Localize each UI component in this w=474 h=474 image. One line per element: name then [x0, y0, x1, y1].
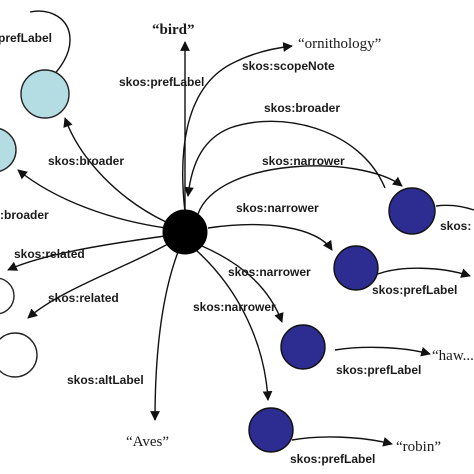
- literal-haw: “haw...: [432, 348, 474, 364]
- label-scope-note: skos:scopeNote: [242, 59, 335, 73]
- edge-scope-note: [182, 42, 293, 213]
- label-broader-left-1: skos:broader: [48, 154, 124, 168]
- parent-concept-node-1: [20, 69, 70, 119]
- edge-broader-left-1: [63, 117, 167, 223]
- label-related-1: skos:related: [14, 247, 85, 261]
- narrower-concept-node-4: [248, 407, 294, 453]
- narrower-concept-node-3: [280, 324, 326, 370]
- narrower-concept-node-2: [333, 245, 379, 291]
- literal-robin: “robin”: [396, 439, 441, 455]
- label-pref-label-bird: skos:prefLabel: [119, 75, 204, 89]
- parent-concept-node-2: [0, 128, 17, 172]
- related-concept-node-1: [0, 277, 15, 315]
- edge-narrower-bottom: [195, 249, 273, 401]
- edge-pref-label-loop: [29, 10, 71, 85]
- literal-aves: “Aves”: [126, 434, 169, 450]
- edge-broader-left-2: [17, 169, 167, 229]
- edge-alt-label: [150, 251, 179, 421]
- label-broader-top: skos:broader: [264, 101, 340, 115]
- label-top-pref-label: prefLabel: [0, 31, 52, 45]
- edge-pref-label-bottom: [291, 436, 393, 447]
- related-concept-node-2: [0, 332, 38, 378]
- label-narrower-low: skos:narrower: [228, 265, 311, 279]
- literal-bird: “bird”: [152, 22, 195, 38]
- label-alt-label: skos:altLabel: [67, 373, 144, 387]
- literal-ornithology: “ornithology”: [298, 36, 381, 52]
- label-pref-label-right-1: skos:prefLabel: [372, 283, 457, 297]
- edge-related-2: [27, 243, 169, 319]
- label-right-edge: skos:: [440, 219, 471, 233]
- edge-right-exit: [435, 204, 474, 211]
- edge-narrower-low: [201, 245, 284, 323]
- center-concept-node: [162, 209, 208, 255]
- label-pref-label-right-2: skos:prefLabel: [336, 363, 421, 377]
- label-narrower-top: skos:narrower: [262, 154, 345, 168]
- label-broader-left-2: :broader: [0, 208, 49, 222]
- edge-pref-label-right-2: [334, 346, 431, 357]
- label-related-2: skos:related: [48, 291, 119, 305]
- narrower-concept-node-1: [388, 187, 436, 235]
- edge-related-1: [7, 235, 166, 271]
- label-narrower-mid: skos:narrower: [236, 201, 319, 215]
- edge-narrower-top: [197, 165, 403, 215]
- edge-narrower-mid: [207, 223, 333, 251]
- label-pref-label-bottom: skos:prefLabel: [290, 452, 375, 466]
- label-narrower-bottom: skos:narrower: [193, 300, 276, 314]
- edge-pref-label-right-1: [377, 267, 471, 278]
- edge-broader-top: [184, 120, 386, 197]
